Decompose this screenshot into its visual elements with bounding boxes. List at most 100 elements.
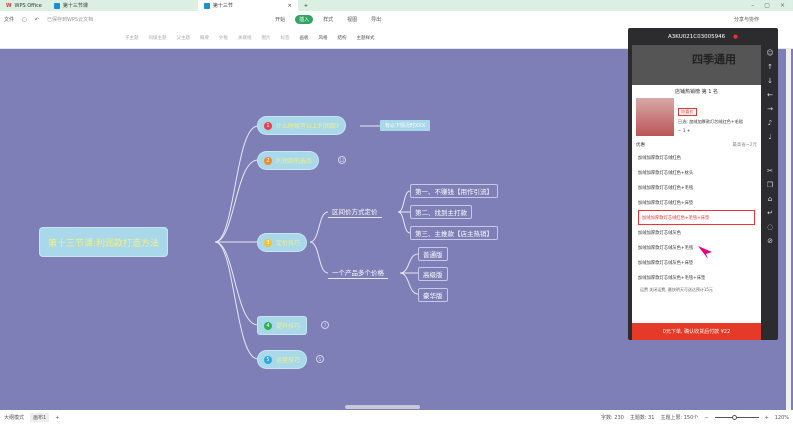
leaf-item[interactable]: 第二、找到主打款: [410, 205, 472, 219]
promo-value[interactable]: 最高省~2元: [732, 143, 757, 148]
hide-icon[interactable]: ⊘: [767, 237, 773, 245]
sku-option[interactable]: 加绒加厚款灯芯绒红色+枕头: [638, 170, 694, 176]
mouse-cursor-icon: [698, 246, 712, 259]
subtopic-range-price[interactable]: 区间价方式定价: [328, 205, 382, 218]
back-icon[interactable]: ↵: [767, 209, 773, 217]
sku-option[interactable]: 加绒加厚款灯芯绒灰色+毛毯: [638, 245, 694, 251]
outline-mode-button[interactable]: 大纲模式: [4, 415, 25, 421]
priority-2-icon: 2: [264, 156, 272, 165]
word-count: 字数: 230: [601, 415, 624, 421]
leaf-item[interactable]: 普通版: [418, 247, 448, 261]
maximize-icon[interactable]: ▢: [764, 2, 770, 9]
share-button[interactable]: 分享与协作: [733, 17, 759, 23]
quantity-stepper[interactable]: − 1 +: [678, 128, 691, 133]
leaf-item[interactable]: 高级版: [418, 267, 448, 281]
menu-start[interactable]: 开始: [275, 17, 286, 23]
horizontal-scrollbar[interactable]: [345, 405, 420, 409]
sku-options: 加绒加厚款灯芯绒红色加绒加厚款灯芯绒红色+枕头加绒加厚款灯芯绒红色+毛毯加绒加厚…: [632, 150, 761, 285]
volume-up-icon[interactable]: ♪: [767, 119, 773, 127]
leaf-item[interactable]: 第三、主推款【店主热销】: [410, 226, 498, 240]
topic-limit: 主题上限: 150个: [660, 415, 699, 421]
phone-window-header: A3KU021C03005946 ●: [628, 28, 778, 45]
zoom-level: 120%: [774, 414, 789, 421]
screenshot-icon[interactable]: ☺: [766, 49, 774, 57]
tab-doc-1[interactable]: 第十三节课: [48, 0, 148, 11]
sku-option[interactable]: 加绒加厚款灯芯绒红色+毛毯+床垫: [638, 210, 755, 225]
zoom-out-button[interactable]: −: [704, 414, 709, 421]
zoom-slider[interactable]: [714, 415, 759, 420]
sku-option[interactable]: 加绒加厚款灯芯绒灰色+毛毯+床垫: [638, 275, 706, 281]
copy-icon[interactable]: ❐: [766, 181, 774, 189]
zoom-in-button[interactable]: +: [764, 414, 769, 421]
phone-mirror-window: A3KU021C03005946 ● 四季通用 店铺热销榜 第 1 名 惊喜价 …: [628, 28, 778, 340]
file-menu[interactable]: 文件: [4, 17, 15, 23]
tool-topic-style[interactable]: 主题样式: [356, 36, 375, 41]
tool-parent-topic[interactable]: 父主题: [176, 36, 191, 41]
sku-option[interactable]: 加绒加厚款灯芯绒红色+床垫: [638, 200, 694, 206]
tool-sibling-topic[interactable]: 同级主题: [148, 36, 167, 41]
collapsed-count-badge[interactable]: 7: [321, 321, 329, 329]
phone-controls: ☺ ↑ ↓ ← → ♪ ♩ ✂ ❐ ⌂ ↵ ◌ ⊘: [762, 45, 778, 340]
device-id: A3KU021C03005946: [668, 33, 726, 40]
leaf-item[interactable]: 豪华版: [418, 288, 448, 302]
buy-button[interactable]: 0元下单, 确认收货后付款 ¥22: [632, 323, 761, 340]
vertical-scrollbar[interactable]: [786, 49, 791, 410]
tool-style[interactable]: 风格: [318, 36, 328, 41]
save-icon[interactable]: ▢: [22, 16, 27, 23]
collapsed-count-badge[interactable]: 5: [316, 355, 324, 363]
phone-screen[interactable]: 四季通用 店铺热销榜 第 1 名 惊喜价 已选: 加绒加厚款灯芯绒红色+毛毯 −…: [632, 45, 761, 340]
sku-option[interactable]: 加绒加厚款灯芯绒红色: [638, 155, 681, 161]
volume-down-icon[interactable]: ♩: [768, 133, 772, 141]
product-thumbnail: [636, 98, 674, 136]
arrow-left-icon[interactable]: ←: [767, 91, 773, 99]
menu-view[interactable]: 视图: [347, 17, 358, 23]
scissors-icon[interactable]: ✂: [767, 167, 773, 175]
menu-insert[interactable]: 插入: [295, 15, 314, 24]
arrow-up-icon[interactable]: ↑: [767, 63, 773, 71]
root-topic[interactable]: 第十三节课:利润款打造方法: [40, 228, 168, 256]
subtopic-multi-price[interactable]: 一个产品多个价格: [328, 266, 388, 279]
sku-option[interactable]: 加绒加厚款灯芯绒灰色: [638, 230, 681, 236]
minimize-icon[interactable]: –: [751, 2, 755, 9]
page-tab[interactable]: 画布1: [30, 413, 50, 422]
menu-style[interactable]: 样式: [323, 17, 334, 23]
add-page-button[interactable]: +: [55, 414, 60, 421]
topic-1-note[interactable]: 有以下情况时XXX: [380, 120, 431, 131]
tab-doc-2[interactable]: 第十三节×: [197, 0, 298, 11]
tool-relation[interactable]: 关联线: [238, 36, 252, 41]
sku-option[interactable]: 加绒加厚款灯芯绒红色+毛毯: [638, 185, 694, 191]
pin-icon[interactable]: ●: [733, 33, 738, 40]
zoom-slider-knob[interactable]: [731, 415, 737, 420]
close-icon[interactable]: ×: [779, 2, 785, 9]
new-tab-button[interactable]: +: [303, 2, 309, 9]
wps-logo-icon: W: [6, 2, 12, 9]
collapsed-count-badge[interactable]: 12: [338, 156, 346, 164]
topic-count: 主题数: 31: [629, 415, 655, 421]
tool-child-topic[interactable]: 子主题: [125, 36, 139, 41]
priority-4-icon: 4: [264, 321, 272, 330]
undo-icon[interactable]: ↶: [34, 16, 39, 23]
tool-summary[interactable]: 概要: [200, 36, 209, 41]
close-tab-icon[interactable]: ×: [287, 2, 292, 9]
tool-image[interactable]: 图片: [261, 36, 271, 41]
tool-structure[interactable]: 结构: [337, 36, 347, 41]
tool-boundary[interactable]: 外框: [219, 36, 228, 41]
leaf-item[interactable]: 第一、不赚钱【用作引流】: [410, 184, 498, 198]
tool-canvas[interactable]: 画板: [299, 36, 309, 41]
sku-option[interactable]: 加绒加厚款灯芯绒灰色+床垫: [638, 260, 694, 266]
arrow-right-icon[interactable]: →: [767, 105, 773, 113]
insert-toolbar: 子主题 同级主题 父主题 概要 外框 关联线 图片 标签 画板 风格 结构 主题…: [0, 28, 793, 49]
priority-1-icon: 1: [264, 121, 272, 130]
menu-export[interactable]: 导出: [371, 17, 382, 23]
arrow-down-icon[interactable]: ↓: [767, 77, 773, 85]
message-icon[interactable]: ◌: [766, 223, 774, 231]
selected-sku: 已选: 加绒加厚款灯芯绒红色+毛毯: [678, 119, 743, 124]
tool-tag[interactable]: 标签: [280, 36, 290, 41]
home-icon[interactable]: ⌂: [767, 195, 773, 203]
